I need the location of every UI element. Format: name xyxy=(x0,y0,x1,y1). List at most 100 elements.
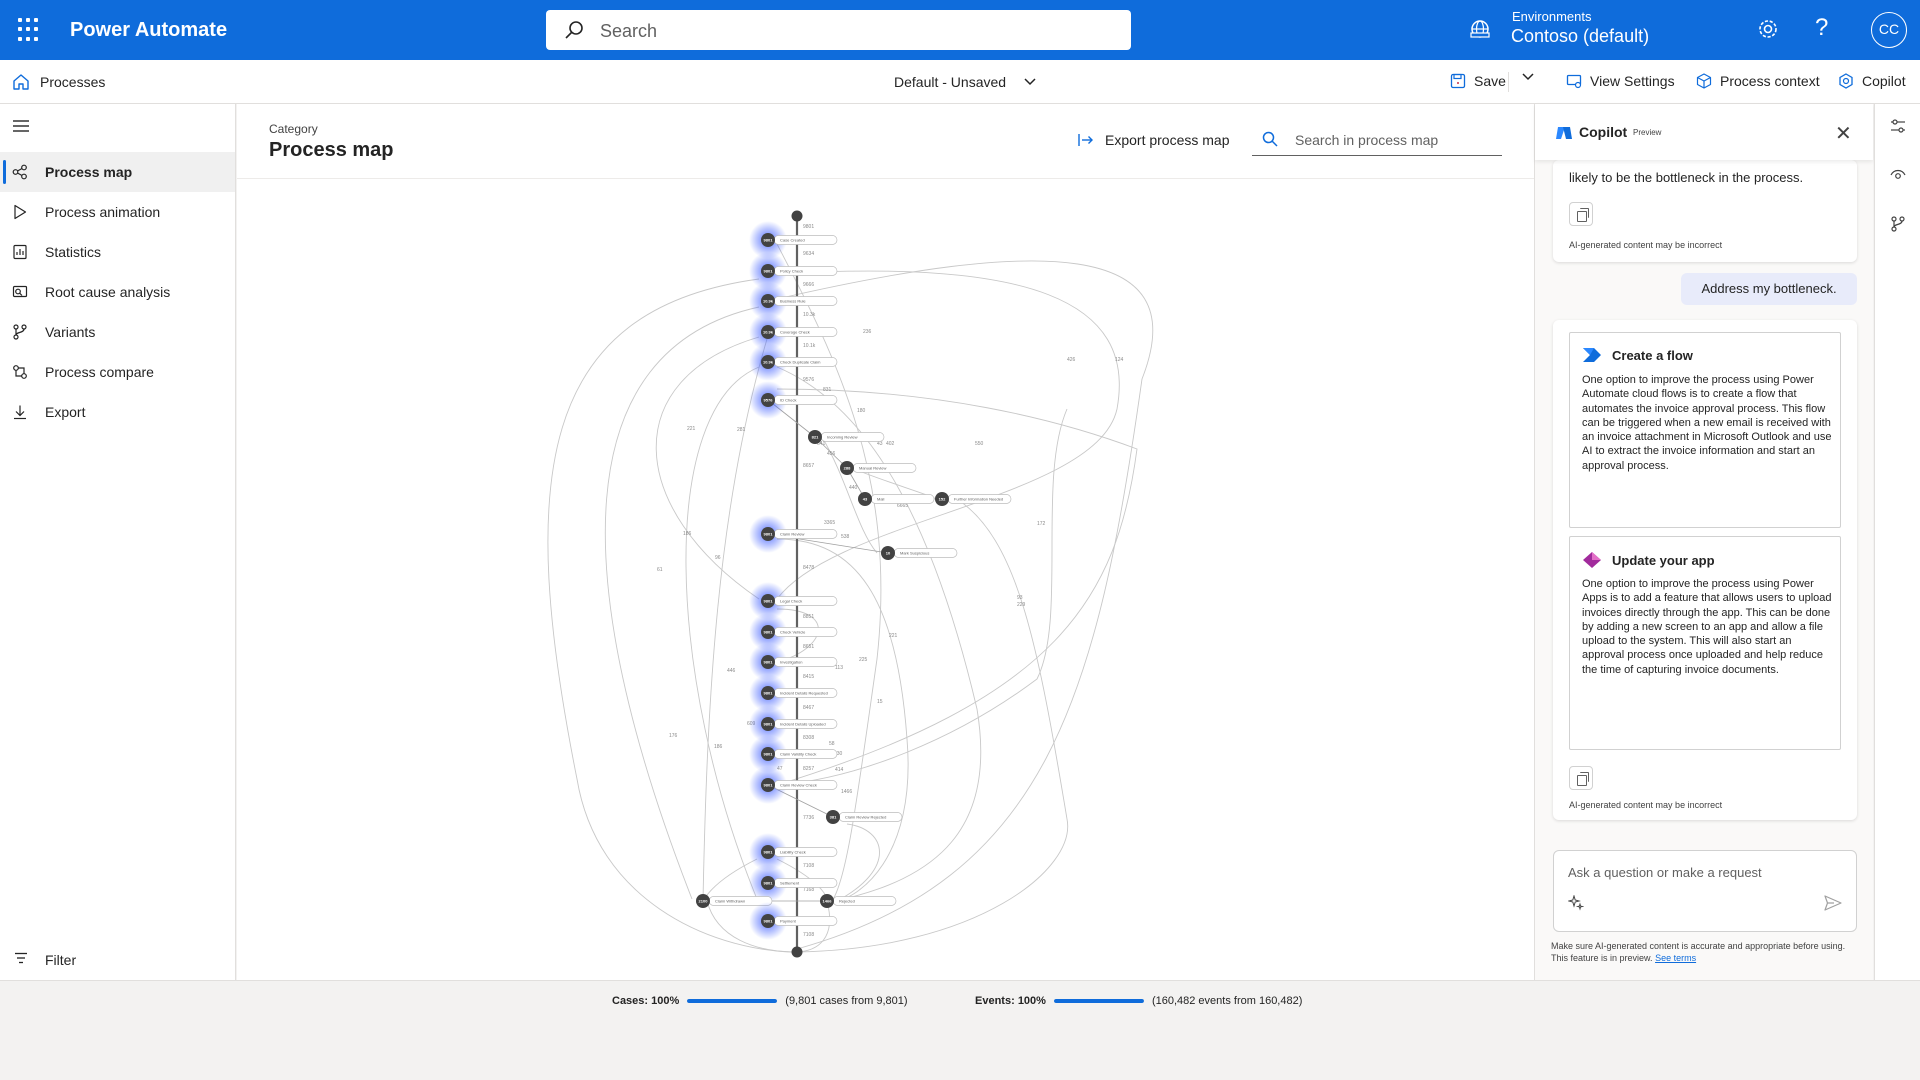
node-label[interactable]: Incident Details Uploaded xyxy=(780,721,826,726)
nav-item-process-map[interactable]: Process map xyxy=(0,152,235,192)
node-count[interactable]: 9801 xyxy=(764,721,774,726)
node-badge[interactable] xyxy=(761,914,775,928)
node-label[interactable]: Incident Details Requested xyxy=(780,690,828,695)
app-launcher-icon[interactable] xyxy=(18,18,42,42)
nav-item-process-animation[interactable]: Process animation xyxy=(0,192,235,232)
node-label[interactable]: Claim Review Rejected xyxy=(845,814,886,819)
node-badge[interactable] xyxy=(761,686,775,700)
node-label[interactable]: Legal Check xyxy=(780,598,802,603)
node-count[interactable]: 9801 xyxy=(764,531,774,536)
node-badge[interactable] xyxy=(808,430,822,444)
node-badge[interactable] xyxy=(761,325,775,339)
nav-item-root-cause-analysis[interactable]: Root cause analysis xyxy=(0,272,235,312)
node-count[interactable]: 9801 xyxy=(764,751,774,756)
node-claim-review[interactable]: Claim Review 9801 xyxy=(749,515,838,553)
node-label[interactable]: Further Information Needed xyxy=(954,496,1003,501)
copy-icon[interactable] xyxy=(1569,202,1593,226)
node-settlement[interactable]: Settlement 9801 xyxy=(749,864,838,902)
node-badge[interactable] xyxy=(696,894,710,908)
see-terms-link[interactable]: See terms xyxy=(1655,953,1697,963)
node-label[interactable]: Investigation xyxy=(780,659,802,664)
node-count[interactable]: 9801 xyxy=(764,880,774,885)
nav-item-process-compare[interactable]: Process compare xyxy=(0,352,235,392)
node-label[interactable]: ID Check xyxy=(780,397,796,402)
node-claim-validity-check[interactable]: Claim Validity Check 9801 xyxy=(749,735,838,773)
node-label[interactable]: Check Duplicate Claim xyxy=(780,359,821,364)
node-badge[interactable] xyxy=(881,546,895,560)
node-count[interactable]: 43 xyxy=(863,496,868,501)
node-label[interactable]: Liability Check xyxy=(780,849,806,854)
settings-icon[interactable] xyxy=(1756,17,1780,41)
node-investigation[interactable]: Investigation 9801 xyxy=(749,643,838,681)
node-count[interactable]: 9801 xyxy=(764,268,774,273)
node-badge[interactable] xyxy=(820,894,834,908)
node-legal-check[interactable]: Legal Check 9801 xyxy=(749,582,838,620)
node-count[interactable]: 9801 xyxy=(764,659,774,664)
node-label[interactable]: Rejected xyxy=(839,898,855,903)
node-badge[interactable] xyxy=(840,461,854,475)
node-terminal[interactable] xyxy=(791,210,803,222)
nav-item-statistics[interactable]: Statistics xyxy=(0,232,235,272)
node-mail[interactable]: Mail 43 xyxy=(858,492,935,506)
copy-icon[interactable] xyxy=(1569,766,1593,790)
node-count[interactable]: 9801 xyxy=(764,237,774,242)
node-badge[interactable] xyxy=(761,527,775,541)
suggestion-create-flow[interactable]: Create a flow One option to improve the … xyxy=(1569,332,1841,528)
eye-icon[interactable] xyxy=(1890,168,1906,182)
node-badge[interactable] xyxy=(761,778,775,792)
copilot-input[interactable]: Ask a question or make a request xyxy=(1553,850,1857,932)
node-label[interactable]: Payment xyxy=(780,918,797,923)
node-badge[interactable] xyxy=(761,264,775,278)
breadcrumb-processes[interactable]: Processes xyxy=(40,74,106,90)
node-count[interactable]: 9801 xyxy=(764,598,774,603)
node-label[interactable]: Claim Review xyxy=(780,531,805,536)
node-label[interactable]: Incoming Review xyxy=(827,434,858,439)
node-badge[interactable] xyxy=(761,233,775,247)
node-label[interactable]: Claim Validity Check xyxy=(780,751,816,756)
node-label[interactable]: Mail xyxy=(877,496,884,501)
process-map-graph[interactable]: 98019634966610.3k10.1k957686578478885186… xyxy=(237,179,1534,980)
nav-item-variants[interactable]: Variants xyxy=(0,312,235,352)
help-icon[interactable]: ? xyxy=(1815,14,1829,41)
sparkle-icon[interactable] xyxy=(1568,895,1584,911)
node-badge[interactable] xyxy=(761,355,775,369)
save-button[interactable]: Save xyxy=(1450,73,1506,89)
node-label[interactable]: Manual Review xyxy=(859,465,886,470)
node-label[interactable]: Settlement xyxy=(780,880,800,885)
node-incident-details-uploaded[interactable]: Incident Details Uploaded 9801 xyxy=(749,705,838,743)
sliders-icon[interactable] xyxy=(1890,118,1906,134)
node-badge[interactable] xyxy=(761,655,775,669)
nav-item-export[interactable]: Export xyxy=(0,392,235,432)
node-count[interactable]: 10.9k xyxy=(763,329,774,334)
app-title[interactable]: Power Automate xyxy=(70,19,228,41)
node-badge[interactable] xyxy=(761,876,775,890)
global-search-input[interactable]: Search xyxy=(546,10,1131,50)
filter-button[interactable]: Filter xyxy=(0,942,235,978)
node-label[interactable]: Business Rule xyxy=(780,298,806,303)
node-incoming-review[interactable]: Incoming Review 821 xyxy=(808,430,885,444)
node-badge[interactable] xyxy=(826,810,840,824)
hamburger-menu-icon[interactable] xyxy=(12,118,30,134)
node-liability-check[interactable]: Liability Check 9801 xyxy=(749,833,838,871)
map-search-input[interactable]: Search in process map xyxy=(1252,122,1502,156)
view-selector[interactable]: Default - Unsaved xyxy=(894,74,1036,90)
node-label[interactable]: Claim Withdrawn xyxy=(715,898,745,903)
node-label[interactable]: Mark Suspicious xyxy=(900,550,929,555)
node-count[interactable]: 9801 xyxy=(764,849,774,854)
node-count[interactable]: 821 xyxy=(812,434,819,439)
node-badge[interactable] xyxy=(858,492,872,506)
send-icon[interactable] xyxy=(1824,895,1842,911)
